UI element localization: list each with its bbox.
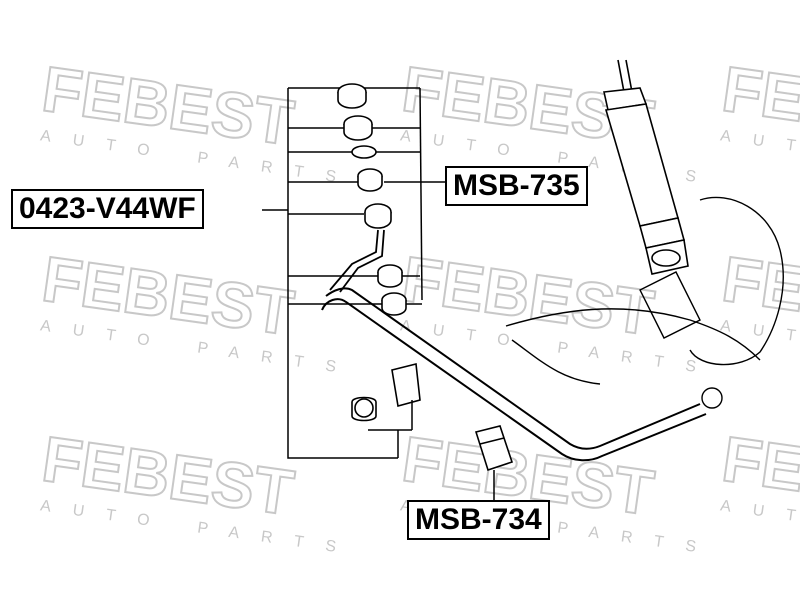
bar-bushing-msb-734 [474, 425, 514, 472]
bushing-2 [343, 115, 373, 141]
part-label-msb-734: MSB-734 [407, 500, 550, 540]
bushing-1 [337, 83, 367, 109]
shock-absorber [603, 59, 689, 275]
link-rod [329, 229, 385, 293]
bracket [351, 363, 421, 422]
part-label-assembly: 0423-V44WF [11, 189, 204, 229]
watermark-tagline: AUTO PARTS [719, 127, 800, 188]
bushing-5 [377, 264, 403, 288]
bushing-6 [381, 292, 407, 316]
bushing-3 [357, 168, 383, 192]
leader-lines [262, 87, 495, 502]
washer-1 [351, 145, 377, 159]
bushing-stack [337, 83, 421, 422]
watermark-tagline: AUTO PARTS [719, 497, 800, 558]
stabilizer-bar [321, 287, 707, 462]
bushing-4 [364, 203, 392, 229]
watermark-tagline: AUTO PARTS [719, 317, 800, 378]
knuckle-outline [505, 196, 784, 409]
part-label-msb-735: MSB-735 [445, 166, 588, 206]
